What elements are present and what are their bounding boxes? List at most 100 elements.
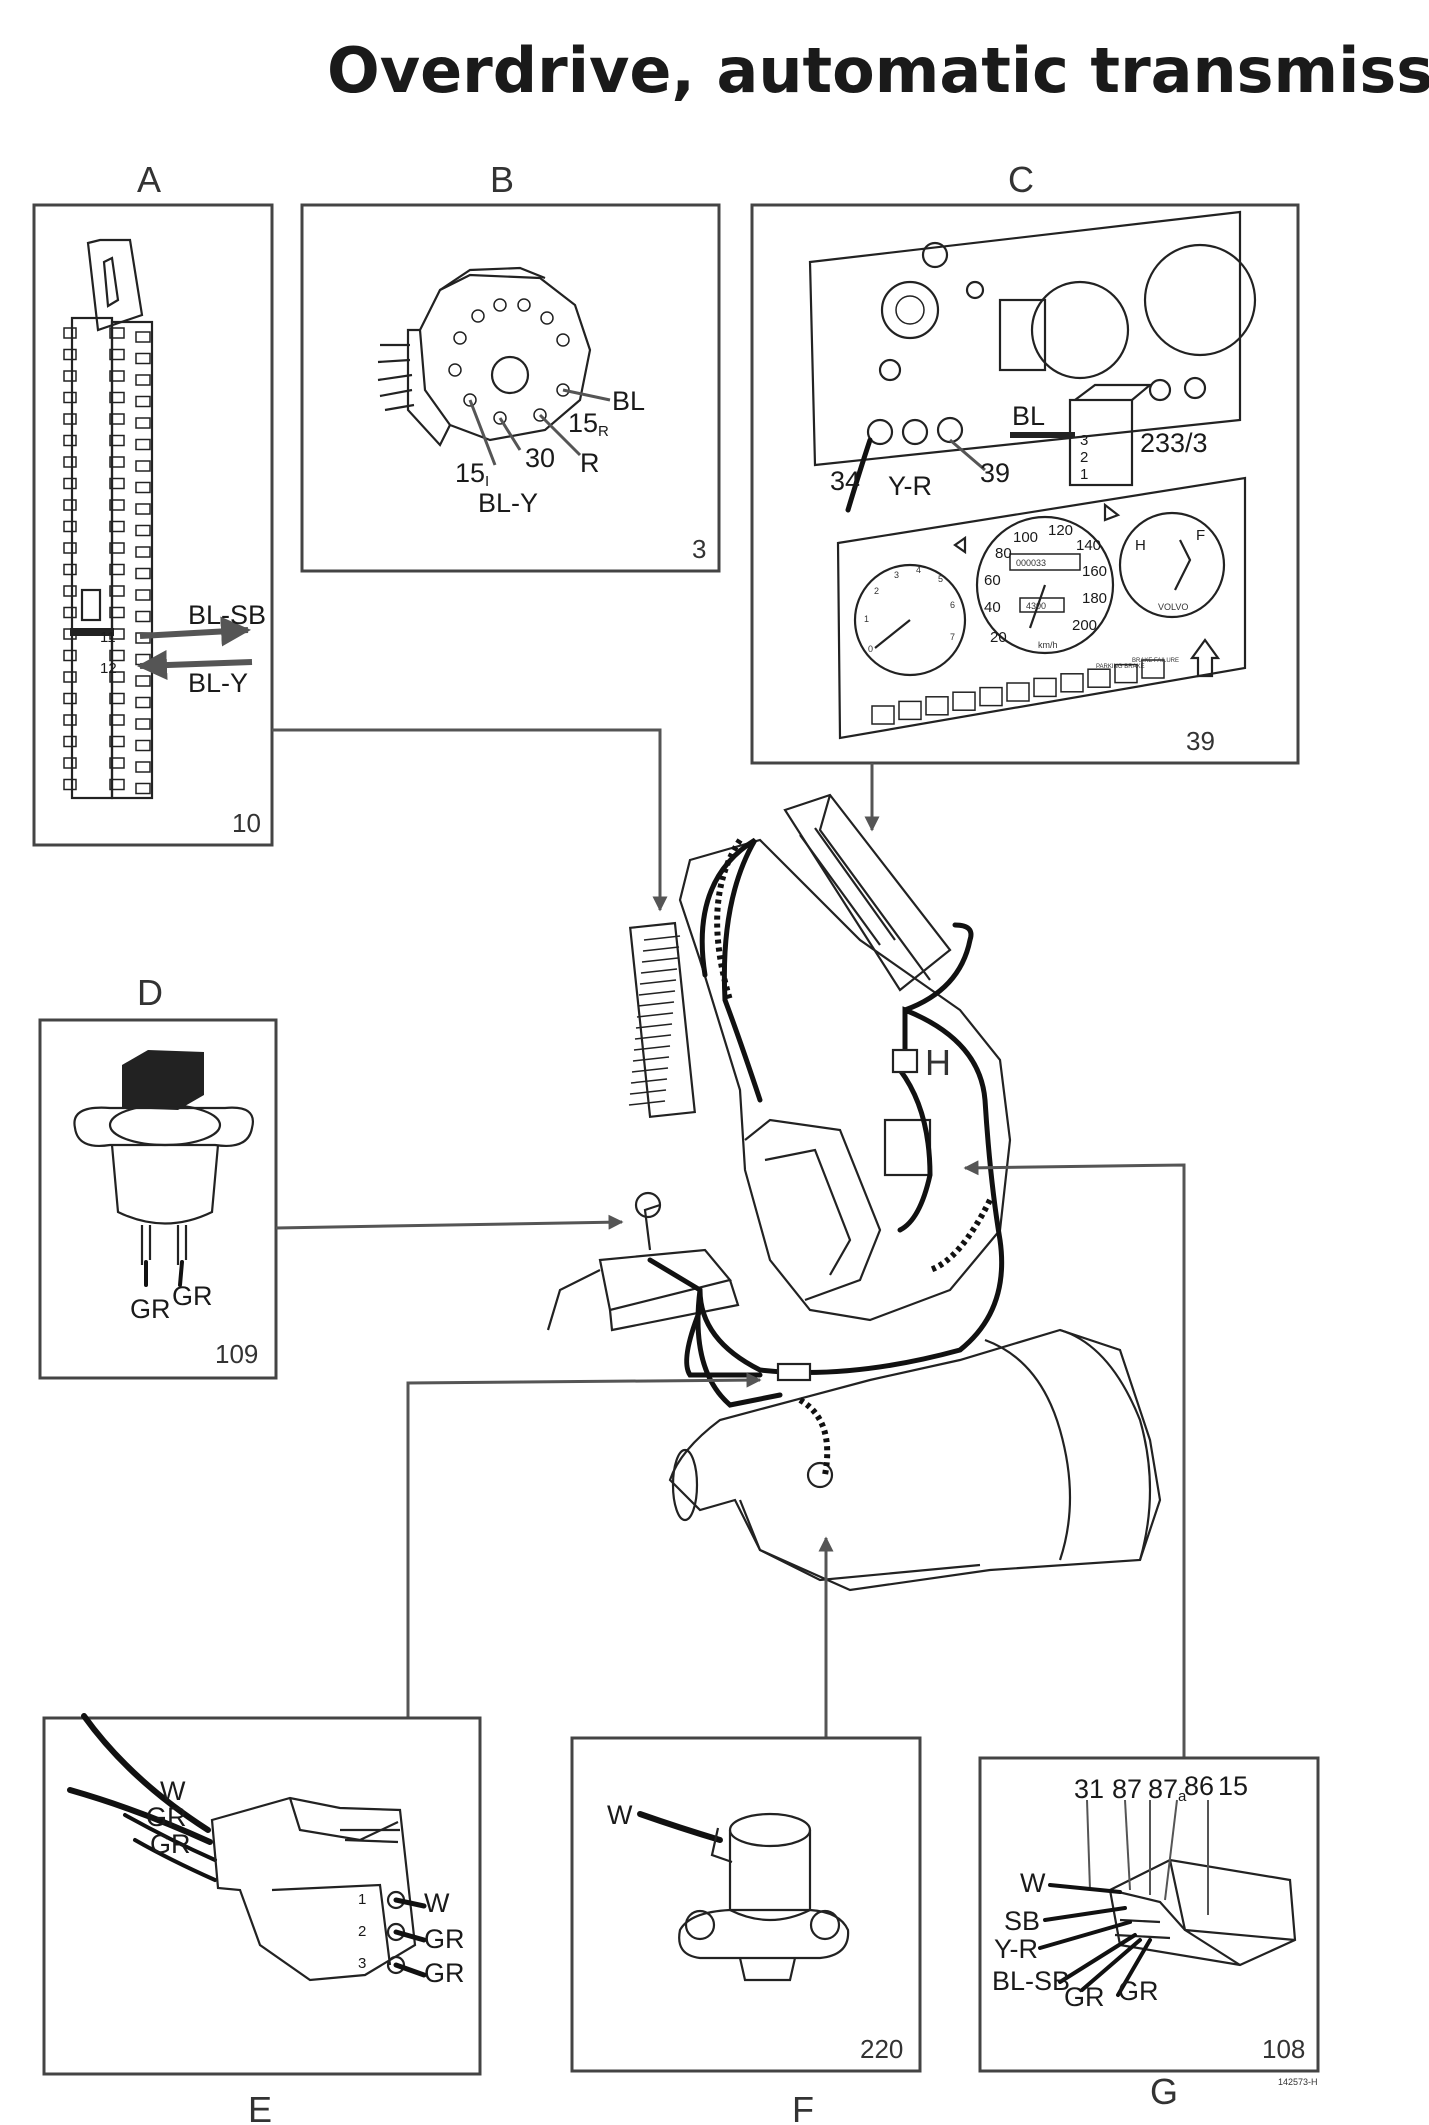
fuse-clip-mid	[109, 370, 125, 382]
fuse-clip-mid	[109, 692, 125, 705]
center-fuse-line	[641, 957, 679, 963]
fuse-clip-right	[135, 331, 151, 343]
fuel-f: F	[1196, 527, 1205, 544]
warn-brake-failure: BRAKE FAILURE	[1132, 658, 1179, 664]
fuse-clip-right	[135, 374, 151, 386]
tach-4: 4	[916, 565, 921, 575]
panel-g-number: 108	[1262, 2034, 1305, 2064]
speedo-160: 160	[1082, 563, 1107, 580]
speedo-80: 80	[995, 545, 1012, 562]
g-terminal-15: 15	[1218, 1771, 1248, 1801]
warn-parking-brake: PARKING BRAKE	[1096, 664, 1145, 670]
warning-lamp	[1141, 659, 1165, 679]
panel-c-letter: C	[1008, 159, 1034, 200]
fuse-clip-mid	[109, 434, 125, 447]
panel-g: 31 87 87a 86 15 W SB Y-R BL-SB GR GR 108…	[978, 1756, 1320, 2112]
fuse-clip-left	[63, 327, 77, 339]
label-bl-sb: BL-SB	[188, 600, 266, 630]
fuse-clip-left	[63, 692, 77, 705]
g-terminal-86: 86	[1184, 1771, 1214, 1801]
g-terminal-87a: 87a	[1148, 1774, 1187, 1805]
label-e-right-gr-1: GR	[424, 1924, 465, 1954]
panel-g-letter: G	[1150, 2071, 1178, 2112]
center-fuse-line	[636, 1012, 674, 1018]
fuse-clip-right	[135, 696, 151, 709]
fuse-clip-right	[135, 417, 151, 429]
label-c-bl: BL	[1012, 401, 1045, 431]
footer-code: 142573-H	[1278, 2077, 1318, 2087]
speedo-40: 40	[984, 599, 1001, 616]
warning-lamp	[871, 705, 895, 725]
center-fuse-line	[629, 1089, 667, 1095]
kickdown-switch-illustration	[73, 1050, 254, 1287]
panel-a: A 11 12 BL-SB BL-Y 10	[32, 159, 274, 847]
odometer: 000033	[1016, 558, 1046, 568]
label-c-39: 39	[980, 458, 1010, 488]
fuse-clip-left	[63, 585, 77, 597]
center-fuse-line	[628, 1100, 666, 1106]
fuse-clip-left	[63, 563, 77, 576]
label-g-yr: Y-R	[994, 1934, 1038, 1964]
fuse-clip-mid	[109, 391, 125, 404]
fuse-box-illustration	[63, 238, 154, 800]
warning-lamp	[925, 696, 949, 716]
label-34: 34	[830, 466, 860, 496]
label-e-gr-1: GR	[146, 1802, 187, 1832]
harness-connector	[776, 1362, 812, 1382]
label-h: H	[925, 1042, 951, 1083]
fuse-clip-left	[63, 434, 77, 447]
label-e-right-w: W	[424, 1888, 450, 1918]
fuse-clip-right	[135, 610, 151, 623]
center-fuse-line	[640, 968, 678, 974]
center-fuse-line	[638, 990, 676, 996]
fuse-clip-left	[63, 778, 77, 791]
fuse-clip-mid	[109, 757, 125, 769]
fuse-clip-left	[63, 391, 77, 404]
leader-lines	[272, 728, 1186, 1758]
warning-lamp	[1087, 668, 1111, 688]
fuse-clip-mid	[109, 671, 125, 683]
warning-lamp	[898, 700, 922, 721]
instrument-cluster-front	[836, 476, 1247, 740]
wire-bl-y-arrow	[137, 650, 253, 681]
panel-f: W 220 F	[570, 1736, 922, 2125]
speedo-120: 120	[1048, 522, 1073, 539]
main-harness	[699, 837, 763, 1103]
warning-lamp	[1060, 673, 1084, 693]
transmission	[668, 1328, 1162, 1592]
fuse-clip-mid	[109, 520, 125, 533]
panel-d-letter: D	[137, 972, 163, 1013]
speedo-200: 200	[1072, 617, 1097, 634]
center-fuse-line	[637, 1001, 675, 1007]
fuse-clip-mid	[109, 714, 125, 726]
fuse-clip-right	[135, 503, 151, 515]
connector-e-illustration	[67, 1713, 427, 1982]
fuse-clip-mid	[109, 477, 125, 490]
fuse-clip-mid	[109, 585, 125, 597]
fuse-clip-mid	[109, 778, 125, 791]
fuse-clip-right	[135, 589, 151, 601]
center-fuse-line	[632, 1056, 670, 1062]
fuse-clip-right	[135, 395, 151, 408]
label-15r: 15R	[568, 408, 609, 440]
panel-e: W GR GR 1 2 3 W GR GR E	[42, 1713, 482, 2125]
panel-b-letter: B	[490, 159, 514, 200]
e-pin-3: 3	[358, 1955, 366, 1972]
label-d-gr-right: GR	[172, 1281, 213, 1311]
center-fuse-line	[630, 1078, 668, 1084]
label-e-w: W	[160, 1776, 186, 1806]
panel-c: C BL 233/3 34 Y-R 39 3 2 1	[750, 159, 1300, 765]
cluster-housing	[783, 793, 952, 992]
fuse-clip-right	[135, 481, 151, 494]
label-g-sb: SB	[1004, 1906, 1040, 1936]
solenoid-illustration	[637, 1811, 850, 1982]
fuse-clip-left	[63, 477, 77, 490]
fuse-clip-right	[135, 352, 151, 365]
fuse-clip-right	[135, 567, 151, 580]
warning-lamp	[1033, 677, 1057, 698]
wire-bl-sb-arrow	[139, 616, 251, 647]
e-pin-2: 2	[358, 1923, 366, 1940]
fuse-clip-left	[63, 714, 77, 726]
center-fuse-line	[633, 1045, 671, 1051]
label-bl-y: BL-Y	[478, 488, 538, 518]
